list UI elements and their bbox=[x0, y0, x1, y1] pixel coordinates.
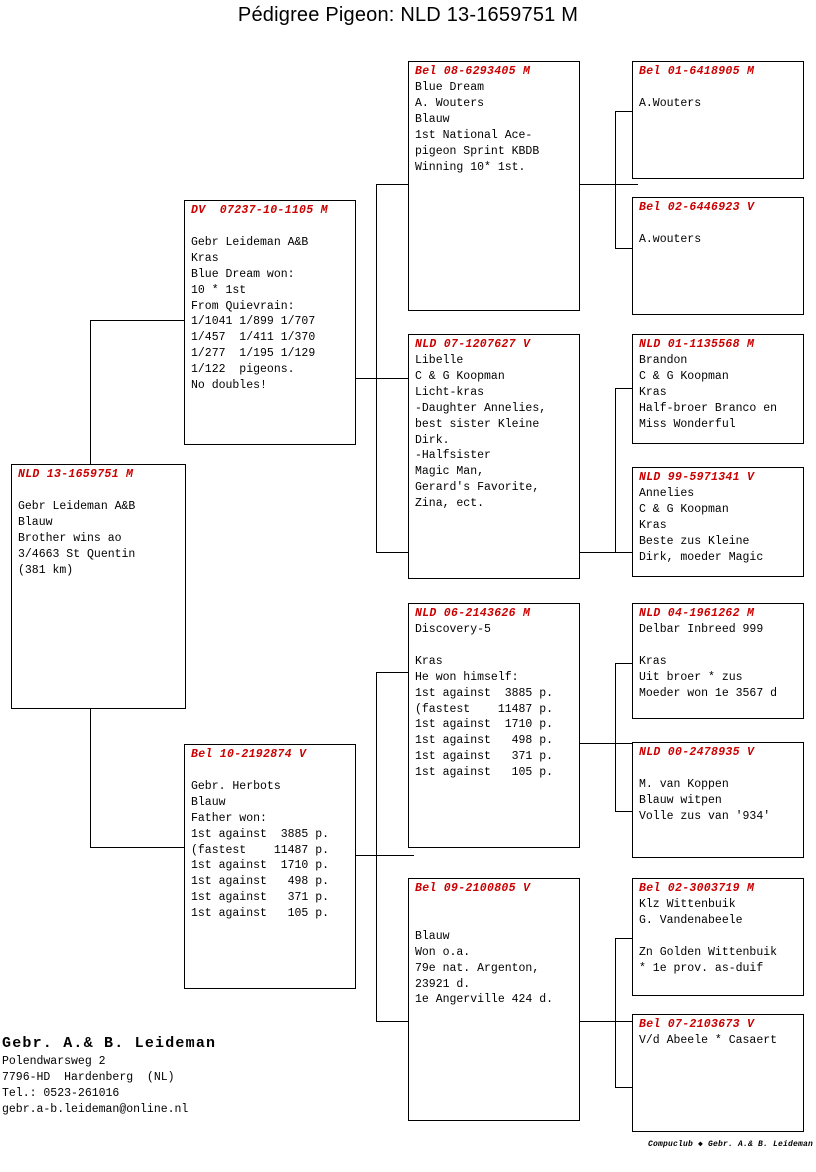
connector-ff-stub bbox=[578, 184, 638, 185]
box-id-mmf: Bel 02-3003719 M bbox=[639, 882, 755, 895]
box-body-mf: Discovery-5 Kras He won himself: 1st aga… bbox=[415, 623, 554, 780]
connector-ff-to-ffm bbox=[615, 248, 633, 249]
breeder-phone: Tel.: 0523-261016 bbox=[2, 1086, 120, 1100]
box-body-mmm: V/d Abeele * Casaert bbox=[639, 1034, 778, 1047]
box-body-subject: Gebr Leideman A&B Blauw Brother wins ao … bbox=[18, 499, 136, 577]
pedigree-box-ff-mother[interactable]: Bel 02-6446923 V A.wouters bbox=[632, 197, 804, 315]
connector-father-to-ff bbox=[376, 184, 409, 185]
connector-mf-trunk-up bbox=[615, 663, 616, 743]
box-body-fff: A.Wouters bbox=[639, 96, 702, 110]
connector-subject-to-father bbox=[90, 320, 184, 321]
pedigree-box-father[interactable]: DV 07237-10-1105 M Gebr Leideman A&B Kra… bbox=[184, 200, 356, 445]
box-id-fmf: NLD 01-1135568 M bbox=[639, 338, 755, 351]
connector-mother-to-mf bbox=[376, 672, 409, 673]
box-id-father: DV 07237-10-1105 M bbox=[191, 204, 328, 217]
connector-ff-trunk-down bbox=[615, 184, 616, 248]
box-id-ffm: Bel 02-6446923 V bbox=[639, 201, 755, 214]
connector-mf-to-mff bbox=[615, 663, 633, 664]
breeder-city: 7796-HD Hardenberg (NL) bbox=[2, 1070, 175, 1084]
connector-father-trunk-up bbox=[376, 184, 377, 378]
pedigree-box-father-mother[interactable]: NLD 07-1207627 V Libelle C & G Koopman L… bbox=[408, 334, 580, 579]
pedigree-box-mother-mother[interactable]: Bel 09-2100805 V Blauw Won o.a. 79e nat.… bbox=[408, 878, 580, 1121]
box-body-mmf: Klz Wittenbuik G. Vandenabeele Zn Golden… bbox=[639, 898, 778, 975]
pedigree-box-fm-father[interactable]: NLD 01-1135568 M Brandon C & G Koopman K… bbox=[632, 334, 804, 444]
box-id-mfm: NLD 00-2478935 V bbox=[639, 746, 755, 759]
connector-father-stub bbox=[352, 378, 414, 379]
connector-mm-trunk-down bbox=[615, 1021, 616, 1087]
page-title: Pédigree Pigeon: NLD 13-1659751 M bbox=[237, 4, 579, 26]
box-id-mm: Bel 09-2100805 V bbox=[415, 882, 531, 895]
connector-subject-to-mother bbox=[90, 847, 184, 848]
connector-mf-stub bbox=[578, 743, 638, 744]
box-body-mfm: M. van Koppen Blauw witpen Volle zus van… bbox=[639, 777, 771, 823]
connector-fm-trunk-up bbox=[615, 388, 616, 552]
pedigree-box-subject[interactable]: NLD 13-1659751 M Gebr Leideman A&B Blauw… bbox=[11, 464, 186, 709]
box-id-fmm: NLD 99-5971341 V bbox=[639, 471, 755, 484]
box-id-fm: NLD 07-1207627 V bbox=[415, 338, 531, 351]
box-body-fm: Libelle C & G Koopman Licht-kras -Daught… bbox=[415, 354, 547, 511]
box-body-fmf: Brandon C & G Koopman Kras Half-broer Br… bbox=[639, 354, 778, 431]
connector-mm-to-mmf bbox=[615, 938, 633, 939]
pedigree-box-father-father[interactable]: Bel 08-6293405 M Blue Dream A. Wouters B… bbox=[408, 61, 580, 311]
box-id-mmm: Bel 07-2103673 V bbox=[639, 1018, 755, 1031]
connector-mf-to-mfm bbox=[615, 811, 633, 812]
box-id-mff: NLD 04-1961262 M bbox=[639, 607, 755, 620]
pedigree-box-mm-father[interactable]: Bel 02-3003719 M Klz Wittenbuik G. Vande… bbox=[632, 878, 804, 996]
software-credit: Compuclub ◆ Gebr. A.& B. Leideman bbox=[648, 1140, 814, 1149]
connector-mm-stub bbox=[578, 1021, 638, 1022]
box-id-ff: Bel 08-6293405 M bbox=[415, 65, 531, 78]
box-id-subject: NLD 13-1659751 M bbox=[18, 468, 134, 481]
pedigree-box-fm-mother[interactable]: NLD 99-5971341 V Annelies C & G Koopman … bbox=[632, 467, 804, 577]
box-body-fmm: Annelies C & G Koopman Kras Beste zus Kl… bbox=[639, 487, 764, 564]
box-id-mf: NLD 06-2143626 M bbox=[415, 607, 531, 620]
connector-mother-trunk-down bbox=[376, 855, 377, 1021]
breeder-contact-block: Gebr. A.& B. Leideman Polendwarsweg 2 77… bbox=[2, 1034, 422, 1118]
box-body-mm: Blauw Won o.a. 79e nat. Argenton, 23921 … bbox=[415, 929, 554, 1007]
connector-father-to-fm bbox=[376, 552, 409, 553]
connector-mm-to-mmm bbox=[615, 1087, 633, 1088]
pedigree-box-mother-father[interactable]: NLD 06-2143626 M Discovery-5 Kras He won… bbox=[408, 603, 580, 848]
connector-mother-trunk-up bbox=[376, 672, 377, 855]
breeder-name: Gebr. A.& B. Leideman bbox=[2, 1035, 217, 1052]
breeder-address: Polendwarsweg 2 bbox=[2, 1055, 106, 1068]
connector-fm-stub bbox=[578, 552, 638, 553]
connector-mf-trunk-down bbox=[615, 743, 616, 811]
box-body-ff: Blue Dream A. Wouters Blauw 1st National… bbox=[415, 81, 540, 174]
connector-subject-trunk bbox=[90, 320, 91, 470]
pedigree-box-mm-mother[interactable]: Bel 07-2103673 V V/d Abeele * Casaert bbox=[632, 1014, 804, 1132]
connector-fm-to-fmm bbox=[615, 552, 633, 553]
box-body-ffm: A.wouters bbox=[639, 232, 702, 246]
connector-fm-to-fmf bbox=[615, 388, 633, 389]
connector-father-trunk-down bbox=[376, 378, 377, 552]
breeder-email: gebr.a-b.leideman@online.nl bbox=[2, 1102, 189, 1116]
connector-mother-stub bbox=[352, 855, 414, 856]
box-body-mff: Delbar Inbreed 999 Kras Uit broer * zus … bbox=[639, 623, 778, 700]
pedigree-box-ff-father[interactable]: Bel 01-6418905 M A.Wouters bbox=[632, 61, 804, 179]
connector-subject-trunk2 bbox=[90, 705, 91, 847]
connector-mm-trunk-up bbox=[615, 938, 616, 1021]
pedigree-box-mf-mother[interactable]: NLD 00-2478935 V M. van Koppen Blauw wit… bbox=[632, 742, 804, 858]
box-id-mother: Bel 10-2192874 V bbox=[191, 748, 307, 761]
pedigree-box-mf-father[interactable]: NLD 04-1961262 M Delbar Inbreed 999 Kras… bbox=[632, 603, 804, 719]
pedigree-box-mother[interactable]: Bel 10-2192874 V Gebr. Herbots Blauw Fat… bbox=[184, 744, 356, 989]
connector-ff-trunk-up bbox=[615, 111, 616, 184]
box-body-mother: Gebr. Herbots Blauw Father won: 1st agai… bbox=[191, 779, 330, 921]
box-id-fff: Bel 01-6418905 M bbox=[639, 65, 755, 78]
box-body-father: Gebr Leideman A&B Kras Blue Dream won: 1… bbox=[191, 235, 316, 393]
connector-ff-to-fff bbox=[615, 111, 633, 112]
connector-mother-to-mm bbox=[376, 1021, 409, 1022]
